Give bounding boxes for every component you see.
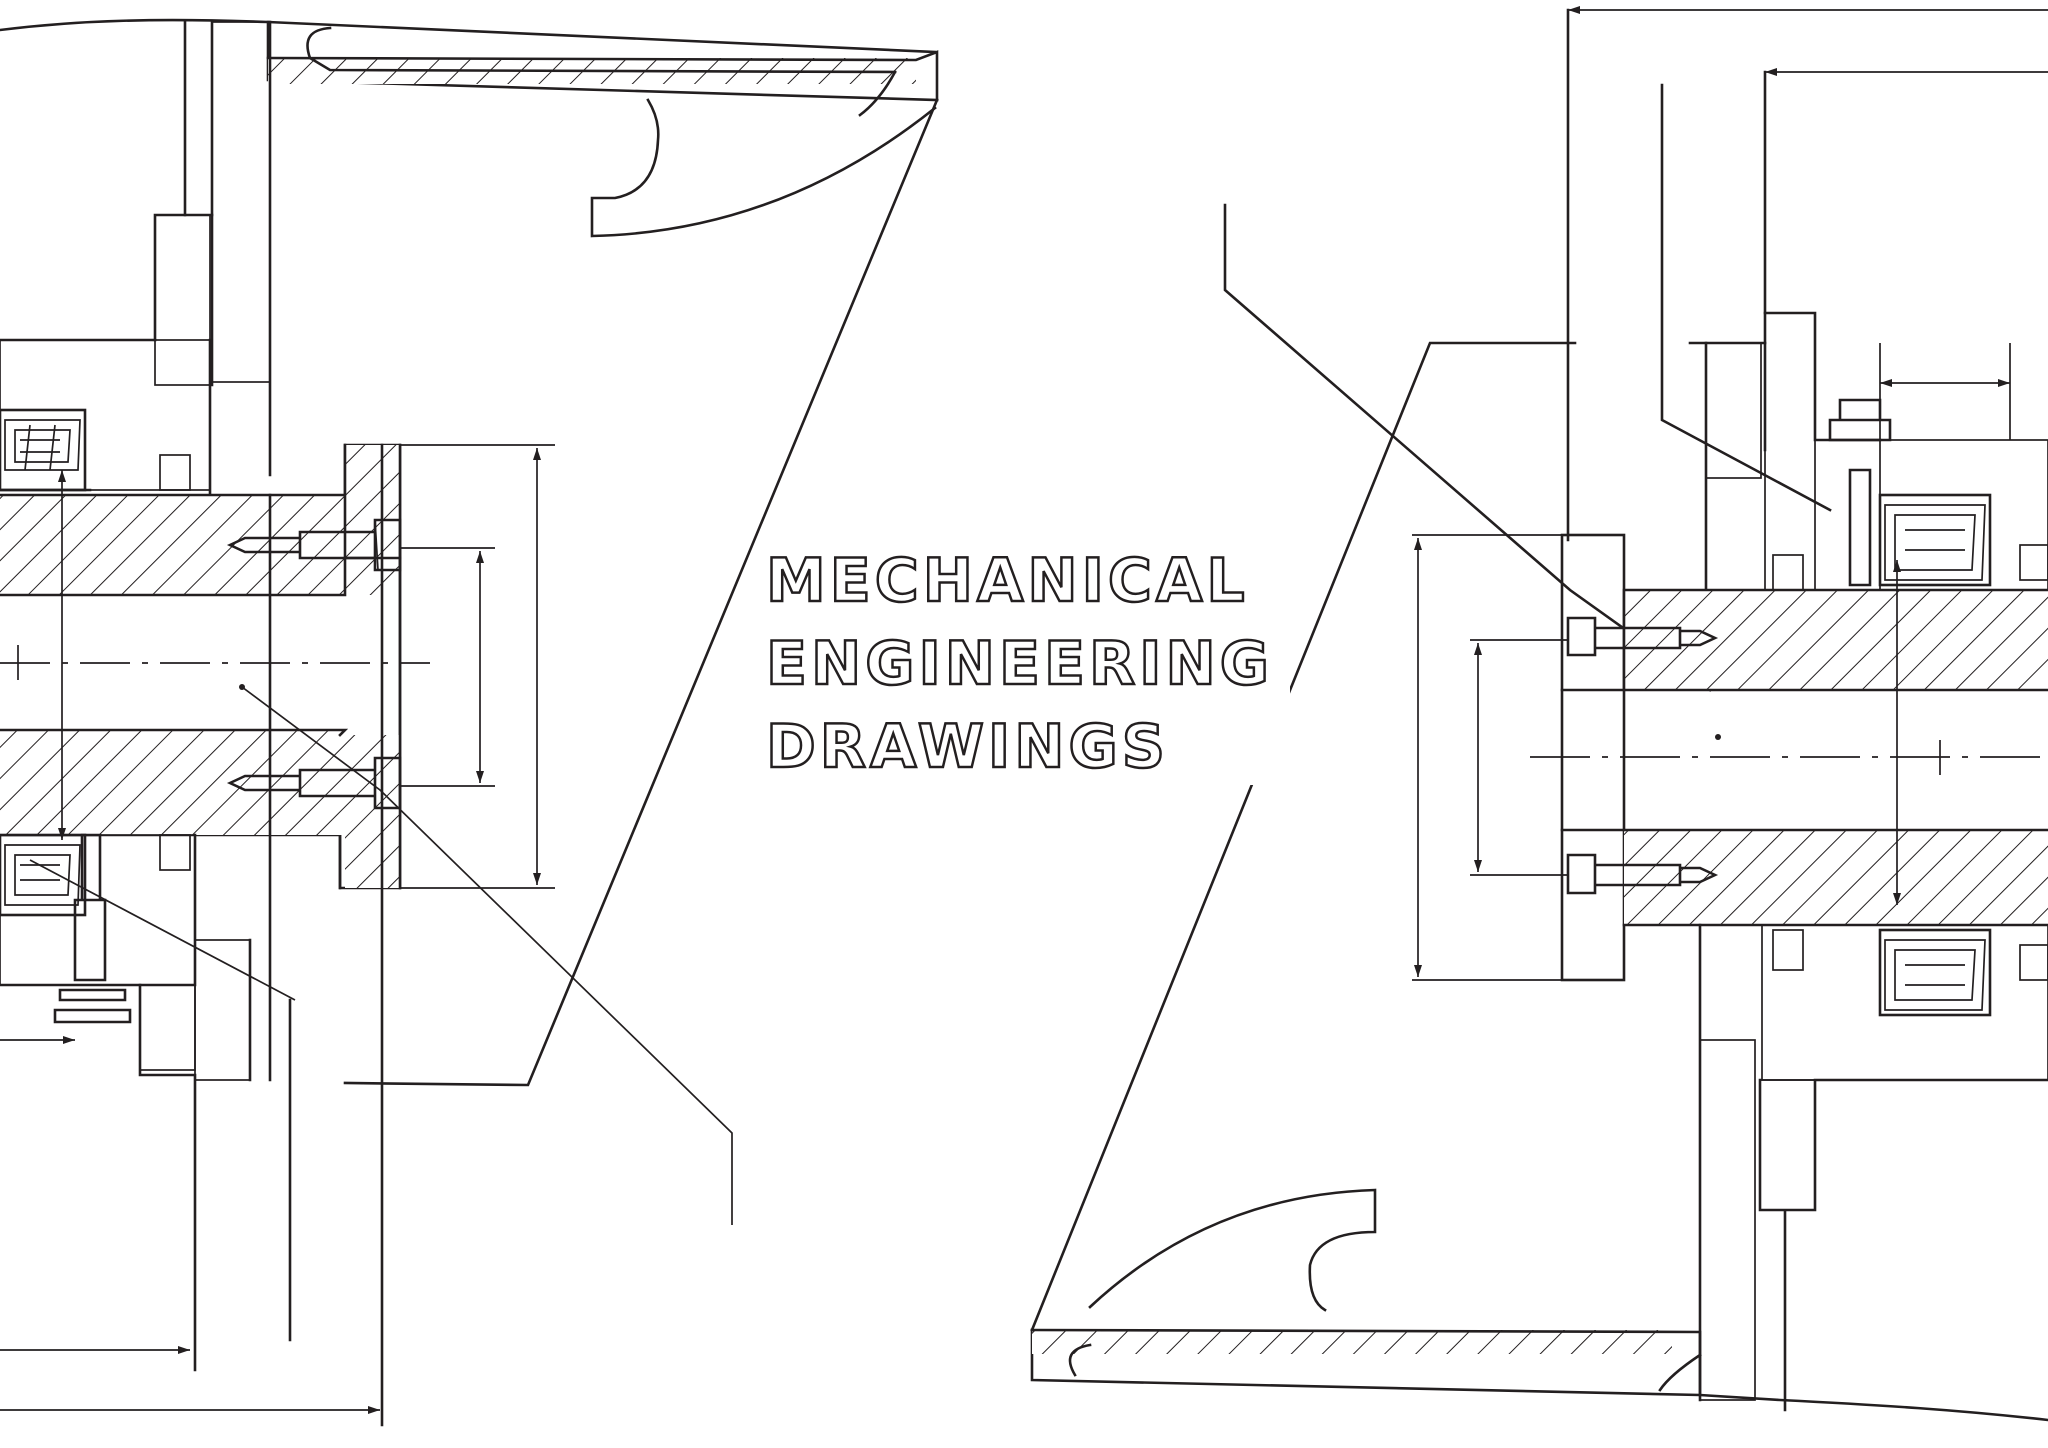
drawing-title: MECHANICAL ENGINEERING DRAWINGS <box>765 540 1273 789</box>
title-line-3: DRAWINGS <box>765 711 1169 784</box>
title-line-1: MECHANICAL <box>765 545 1249 618</box>
right-assembly <box>1030 5 2048 1422</box>
left-assembly <box>0 18 939 1427</box>
title-line-2: ENGINEERING <box>765 628 1273 701</box>
